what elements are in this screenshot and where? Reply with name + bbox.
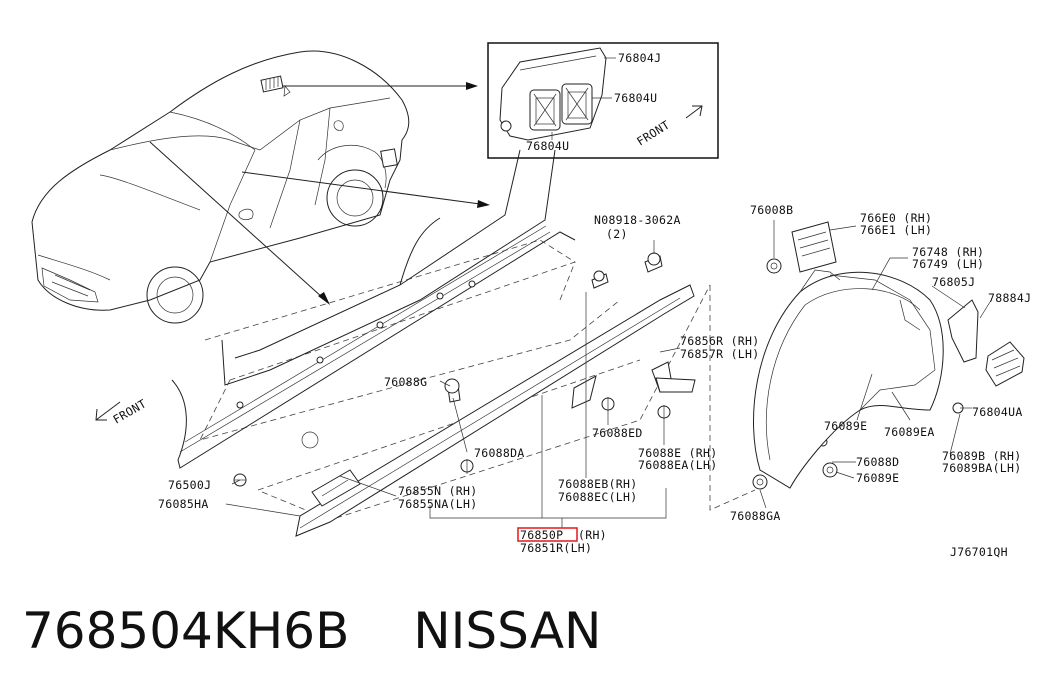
label-76089BA: 76089BA(LH) xyxy=(942,461,1021,475)
label-76088ED: 76088ED xyxy=(592,426,643,440)
label-76805J: 76805J xyxy=(932,275,975,289)
label-76748: 76748 (RH) xyxy=(912,245,984,259)
label-08918-3062A: N08918-3062A xyxy=(594,213,681,227)
label-76088EB: 76088EB(RH) xyxy=(558,477,637,491)
label-76085HA: 76085HA xyxy=(158,497,209,511)
label-76008B: 76008B xyxy=(750,203,793,217)
label-76089EA: 76089EA xyxy=(884,425,935,439)
label-76850P-side: (RH) xyxy=(578,528,607,542)
part-caption: 768504KH6B NISSAN xyxy=(22,596,649,666)
label-76088E: 76088E (RH) xyxy=(638,446,717,460)
label-76804UA: 76804UA xyxy=(972,405,1023,419)
label-76804U: 76804U xyxy=(526,139,569,153)
label-766E1: 766E1 (LH) xyxy=(860,223,932,237)
car-illustration xyxy=(31,50,410,324)
pointer-arrows xyxy=(149,82,490,305)
label-76855N: 76855N (RH) xyxy=(398,484,477,498)
inset-front-arrow xyxy=(685,105,703,119)
leader-lines xyxy=(225,220,991,528)
label-76856R: 76856R (RH) xyxy=(680,334,759,348)
part-labels: 76804J 76804U 76804U FRONT FRONT N08918-… xyxy=(111,51,1032,559)
label-76850P: 76850P xyxy=(520,528,563,542)
body-side-panel xyxy=(171,149,576,469)
label-front-inset: FRONT xyxy=(634,118,672,149)
parts-diagram: 76804J 76804U 76804U FRONT FRONT N08918-… xyxy=(31,42,1032,559)
label-76088EC: 76088EC(LH) xyxy=(558,490,637,504)
label-766E0: 766E0 (RH) xyxy=(860,211,932,225)
label-76088G: 76088G xyxy=(384,375,427,389)
label-76089B: 76089B (RH) xyxy=(942,449,1021,463)
label-76857R: 76857R (LH) xyxy=(680,347,759,361)
highlight-box xyxy=(517,527,578,542)
label-76500J: 76500J xyxy=(168,478,211,492)
brand-name: NISSAN xyxy=(413,602,602,660)
label-76088EA: 76088EA(LH) xyxy=(638,458,717,472)
part-number: 768504KH6B xyxy=(22,602,350,660)
fender-liner xyxy=(753,221,1025,489)
label-qty: (2) xyxy=(606,227,628,241)
label-76804J: 76804J xyxy=(618,51,661,65)
label-front-main: FRONT xyxy=(111,396,149,426)
label-78884J: 78884J xyxy=(988,291,1031,305)
main-front-arrow xyxy=(95,401,121,421)
label-76088D: 76088D xyxy=(856,455,899,469)
inset-box xyxy=(487,42,719,159)
label-76089E: 76089E xyxy=(856,471,899,485)
label-76088DA: 76088DA xyxy=(474,446,525,460)
label-76749: 76749 (LH) xyxy=(912,257,984,271)
diagram-reference-code: J76701QH xyxy=(950,545,1008,559)
label-76088GA: 76088GA xyxy=(730,509,781,523)
label-76089E: 76089E xyxy=(824,419,867,433)
label-76855NA: 76855NA(LH) xyxy=(398,497,477,511)
label-76804U: 76804U xyxy=(614,91,657,105)
guide-lines xyxy=(199,239,816,521)
inset-duct-part xyxy=(499,47,607,141)
label-76851R: 76851R(LH) xyxy=(520,541,592,555)
